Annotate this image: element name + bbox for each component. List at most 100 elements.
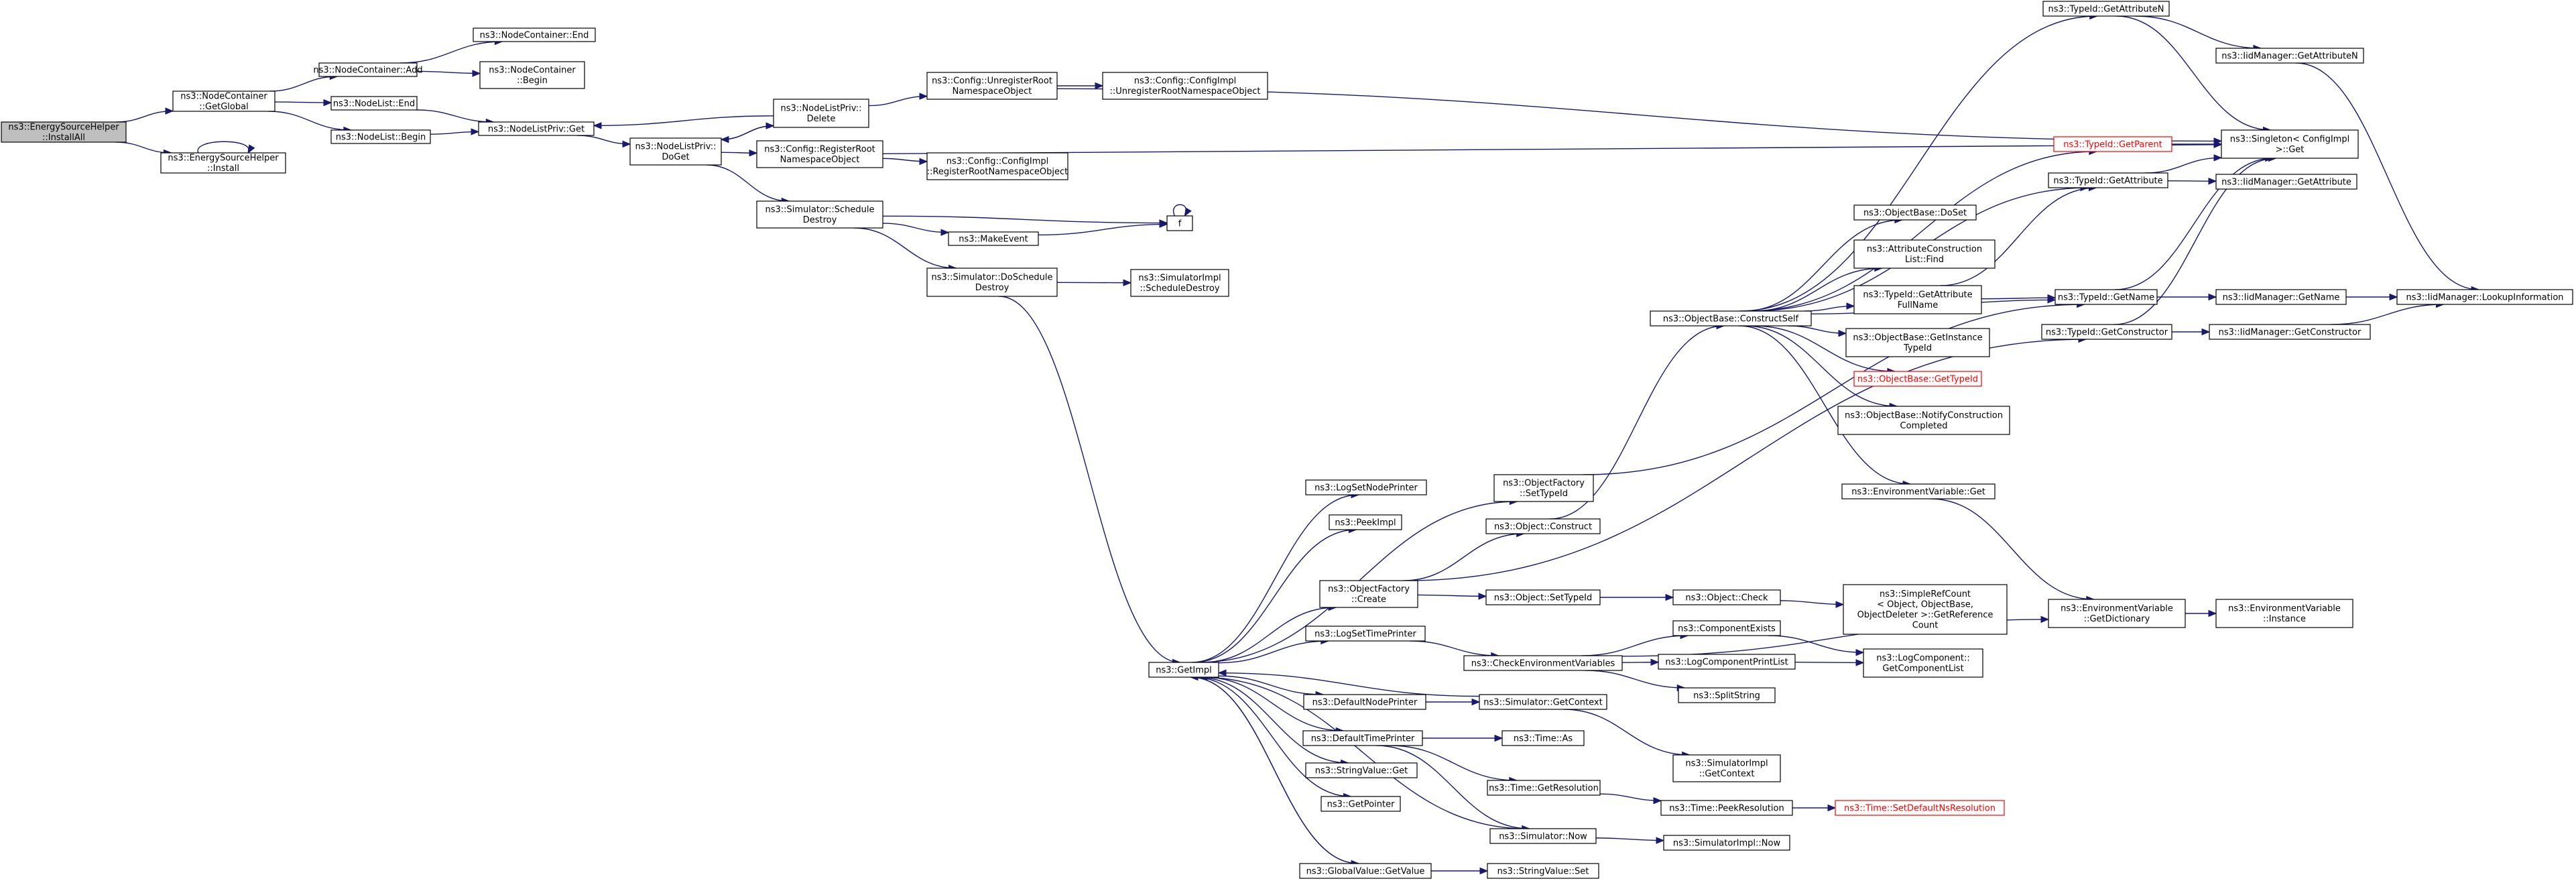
- node-split-string[interactable]: ns3::SplitString: [1678, 687, 1776, 703]
- arrow-head: [2047, 294, 2057, 302]
- node-sim-schedule[interactable]: ns3::Simulator::ScheduleDestroy: [756, 200, 883, 229]
- node-time-peekres[interactable]: ns3::Time::PeekResolution: [1660, 800, 1793, 816]
- node-ob-doset[interactable]: ns3::ObjectBase::DoSet: [1853, 204, 1977, 221]
- edge-ob_constructself-to-tid_getattrfullname: [1804, 302, 1855, 312]
- node-simimpl-now[interactable]: ns3::SimulatorImpl::Now: [1663, 835, 1790, 851]
- edge-line: [1417, 594, 1487, 597]
- node-env-getdict[interactable]: ns3::EnvironmentVariable::GetDictionary: [2048, 599, 2186, 628]
- node-obj-settypeid[interactable]: ns3::Object::SetTypeId: [1485, 589, 1601, 605]
- node-ob-gettypeid[interactable]: ns3::ObjectBase::GetTypeId: [1853, 371, 1982, 387]
- node-box: [1463, 655, 1623, 671]
- edge-line: [1595, 837, 1664, 841]
- node-get-pointer[interactable]: ns3::GetPointer: [1321, 796, 1401, 812]
- node-simimpl-schedule[interactable]: ns3::SimulatorImpl::ScheduleDestroy: [1130, 269, 1229, 297]
- arrow-head: [2213, 154, 2223, 162]
- node-ob-notify[interactable]: ns3::ObjectBase::NotifyConstructionCompl…: [1837, 406, 2010, 435]
- node-box: [756, 140, 883, 168]
- node-log-set-time[interactable]: ns3::LogSetTimePrinter: [1305, 626, 1426, 642]
- node-label-line: ns3::GlobalValue::GetValue: [1306, 866, 1425, 876]
- edge-line: [2145, 157, 2222, 174]
- node-logcomp-getlist[interactable]: ns3::LogComponent::GetComponentList: [1863, 648, 1983, 678]
- edge-default_node-to-sim_getcontext: [1426, 698, 1481, 706]
- edge-line: [882, 223, 949, 233]
- node-default-node[interactable]: ns3::DefaultNodePrinter: [1303, 694, 1426, 710]
- node-iid-lookup[interactable]: ns3::IidManager::LookupInformation: [2396, 289, 2573, 305]
- node-iid-getname[interactable]: ns3::IidManager::GetName: [2215, 289, 2347, 305]
- node-label-line: ns3::TypeId::GetName: [2058, 292, 2154, 302]
- node-install-all[interactable]: ns3::EnergySourceHelper::InstallAll: [1, 121, 127, 143]
- node-time-setdefault[interactable]: ns3::Time::SetDefaultNsResolution: [1835, 800, 2005, 816]
- edge-line: [1406, 339, 2087, 581]
- node-env-instance[interactable]: ns3::EnvironmentVariable::Instance: [2215, 599, 2353, 628]
- node-nl-end[interactable]: ns3::NodeList::End: [330, 96, 418, 111]
- node-env-get[interactable]: ns3::EnvironmentVariable::Get: [1841, 483, 1996, 499]
- node-cfg-unreg[interactable]: ns3::Config::UnregisterRootNamespaceObje…: [926, 72, 1058, 100]
- node-obj-construct[interactable]: ns3::Object::Construct: [1485, 518, 1601, 534]
- node-label-line: ::GetContext: [1699, 769, 1755, 779]
- node-tid-getname[interactable]: ns3::TypeId::GetName: [2054, 289, 2158, 305]
- node-default-time[interactable]: ns3::DefaultTimePrinter: [1302, 730, 1423, 746]
- node-check-env[interactable]: ns3::CheckEnvironmentVariables: [1463, 655, 1623, 671]
- arrow-head: [247, 144, 255, 154]
- node-install[interactable]: ns3::EnergySourceHelper::Install: [160, 152, 286, 174]
- node-time-getres[interactable]: ns3::Time::GetResolution: [1487, 780, 1601, 796]
- edge-line: [853, 227, 957, 269]
- edge-line: [999, 296, 1180, 663]
- node-simimpl-getcontext[interactable]: ns3::SimulatorImpl::GetContext: [1672, 754, 1781, 782]
- node-of-settypeid[interactable]: ns3::ObjectFactory::SetTypeId: [1493, 474, 1594, 502]
- node-iid-getconstructor[interactable]: ns3::IidManager::GetConstructor: [2209, 324, 2371, 340]
- node-box: [172, 91, 275, 112]
- node-of-create[interactable]: ns3::ObjectFactory::Create: [1319, 580, 1418, 608]
- edge-line: [2331, 304, 2444, 325]
- node-box: [1305, 479, 1427, 495]
- node-logcomp-printlist[interactable]: ns3::LogComponentPrintList: [1658, 654, 1796, 670]
- node-nc-begin[interactable]: ns3::NodeContainer::Begin: [479, 61, 585, 89]
- node-obj-check[interactable]: ns3::Object::Check: [1672, 589, 1781, 605]
- edge-make_event-to-f: [1038, 221, 1168, 236]
- node-log-set-node[interactable]: ns3::LogSetNodePrinter: [1305, 479, 1427, 495]
- node-comp-exists[interactable]: ns3::ComponentExists: [1672, 620, 1781, 636]
- node-nl-begin[interactable]: ns3::NodeList::Begin: [330, 129, 431, 144]
- node-box: [1672, 754, 1781, 782]
- node-peek-impl[interactable]: ns3::PeekImpl: [1329, 514, 1402, 530]
- node-cfg-reg[interactable]: ns3::Config::RegisterRootNamespaceObject: [756, 140, 883, 168]
- node-label-line: ns3::IidManager::GetName: [2223, 292, 2340, 302]
- edge-line: [1193, 676, 1351, 797]
- node-tid-getconstructor[interactable]: ns3::TypeId::GetConstructor: [2041, 324, 2172, 340]
- node-singleton-get[interactable]: ns3::Singleton< ConfigImpl>::Get: [2221, 129, 2359, 159]
- node-nc-end[interactable]: ns3::NodeContainer::End: [473, 27, 596, 42]
- node-sim-now[interactable]: ns3::Simulator::Now: [1489, 828, 1597, 844]
- node-nlp-doget[interactable]: ns3::NodeListPriv::DoGet: [629, 137, 722, 166]
- node-gv-getvalue[interactable]: ns3::GlobalValue::GetValue: [1299, 863, 1432, 879]
- node-make-event[interactable]: ns3::MakeEvent: [948, 231, 1039, 246]
- node-nlp-get[interactable]: ns3::NodeListPriv::Get: [478, 121, 595, 136]
- node-cfgimpl-unreg[interactable]: ns3::Config::ConfigImpl::UnregisterRootN…: [1102, 72, 1268, 100]
- node-sim-getcontext[interactable]: ns3::Simulator::GetContext: [1479, 694, 1607, 710]
- node-nlp-delete[interactable]: ns3::NodeListPriv::Delete: [773, 99, 869, 128]
- node-iid-getattrn[interactable]: ns3::IidManager::GetAttributeN: [2215, 48, 2364, 64]
- node-nc-add[interactable]: ns3::NodeContainer::Add: [313, 62, 423, 77]
- node-stringvalue-set[interactable]: ns3::StringValue::Set: [1487, 863, 1599, 879]
- node-cfgimpl-reg[interactable]: ns3::Config::ConfigImpl::RegisterRootNam…: [926, 152, 1068, 180]
- node-f[interactable]: f: [1166, 215, 1193, 231]
- node-time-as[interactable]: ns3::Time::As: [1501, 730, 1585, 746]
- node-ob-constructself[interactable]: ns3::ObjectBase::ConstructSelf: [1650, 310, 1812, 327]
- node-tid-getparent[interactable]: ns3::TypeId::GetParent: [2053, 136, 2172, 152]
- node-iid-getattr[interactable]: ns3::IidManager::GetAttribute: [2215, 174, 2357, 190]
- node-tid-getattr[interactable]: ns3::TypeId::GetAttribute: [2048, 172, 2168, 188]
- node-get-impl[interactable]: ns3::GetImpl: [1148, 662, 1219, 678]
- node-simplerefcount[interactable]: ns3::SimpleRefCount< Object, ObjectBase,…: [1843, 584, 2008, 635]
- node-tid-getattrn[interactable]: ns3::TypeId::GetAttributeN: [2042, 1, 2170, 17]
- node-box: [1489, 828, 1597, 844]
- node-stringvalue-get[interactable]: ns3::StringValue::Get: [1305, 762, 1418, 778]
- node-label-line: ns3::NodeListPriv::: [635, 142, 716, 152]
- edge-nlp_doget-to-sim_schedule: [706, 164, 790, 205]
- edge-nlp_get-to-nlp_doget: [577, 135, 631, 148]
- edge-get_impl-to-stringvalue_get: [1197, 676, 1349, 767]
- node-box: [1130, 269, 1229, 297]
- node-nc-getglobal[interactable]: ns3::NodeContainer::GetGlobal: [172, 91, 275, 112]
